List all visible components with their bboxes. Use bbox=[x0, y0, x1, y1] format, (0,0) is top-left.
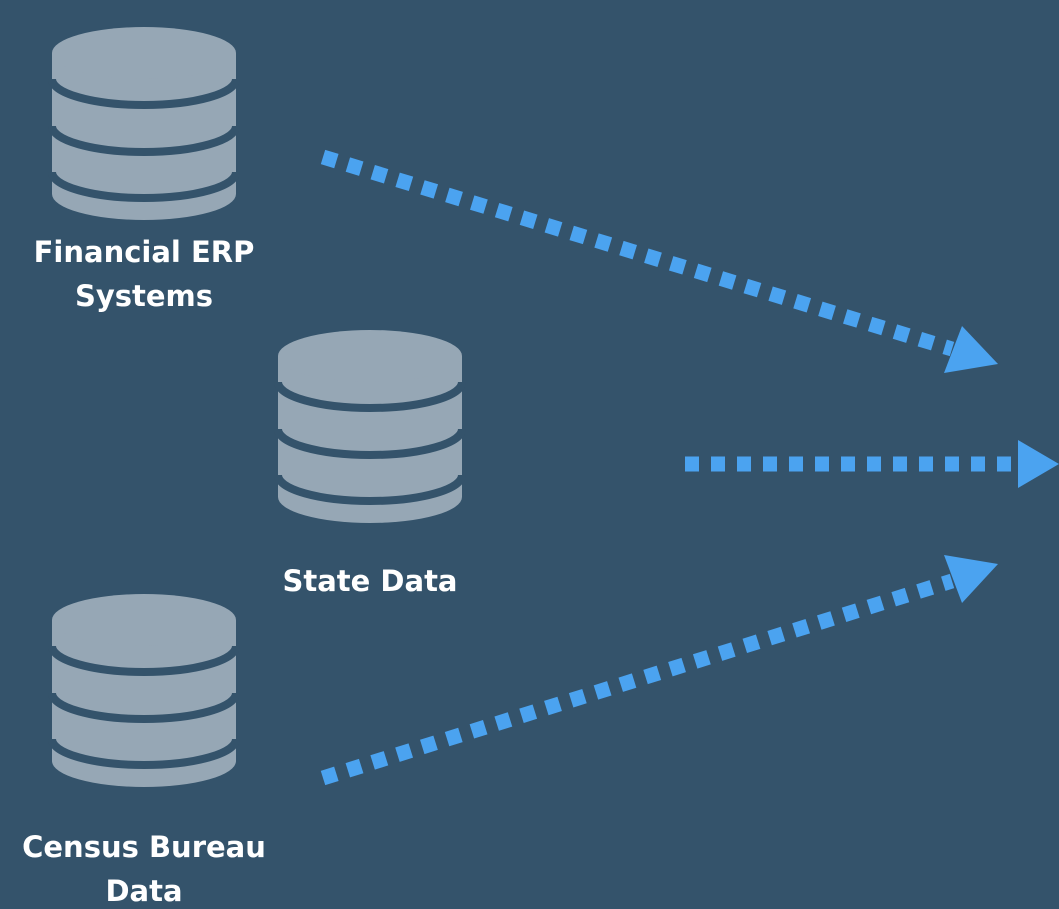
source-label-census-bureau: Census Bureau Data bbox=[22, 830, 266, 908]
source-label-financial-erp: Financial ERP Systems bbox=[33, 235, 255, 313]
database-icon-erp bbox=[52, 27, 236, 220]
connector-arrow-census bbox=[320, 555, 998, 786]
connector-arrow-state bbox=[685, 440, 1059, 488]
database-icon-census bbox=[52, 594, 236, 787]
database-icon-state bbox=[278, 330, 462, 523]
source-label-state-data: State Data bbox=[282, 564, 458, 598]
connector-arrow-erp bbox=[320, 149, 998, 373]
